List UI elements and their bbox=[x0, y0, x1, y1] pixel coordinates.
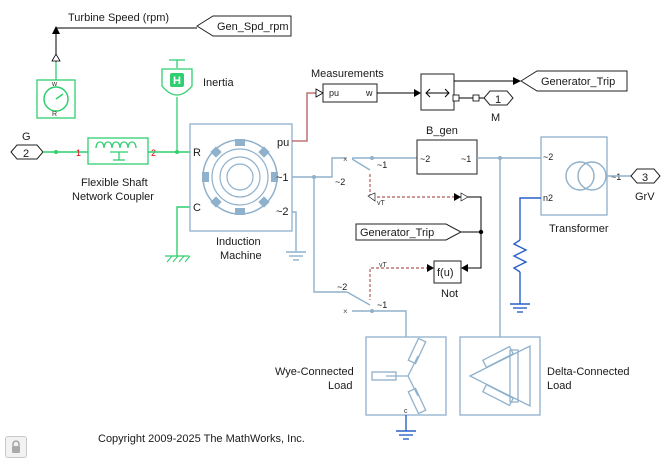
machine-neutral-ground[interactable] bbox=[286, 211, 306, 261]
inport-g-number: 2 bbox=[23, 148, 29, 160]
goto-generator-trip[interactable]: Generator_Trip bbox=[520, 70, 628, 92]
b-gen-block[interactable]: ~2 ~1 B_gen bbox=[416, 125, 478, 175]
goto-gen-spd-rpm[interactable]: Gen_Spd_rpm bbox=[196, 15, 292, 37]
copyright-text: Copyright 2009-2025 The MathWorks, Inc. bbox=[98, 433, 305, 445]
from-generator-trip-label: Generator_Trip bbox=[360, 227, 434, 239]
inport-g[interactable]: 2 G bbox=[10, 131, 44, 160]
inertia-icon: H bbox=[173, 75, 181, 87]
generator-breaker[interactable]: × ~2 ~1 vT bbox=[335, 155, 454, 207]
outport-grv[interactable]: 3 GrV bbox=[607, 168, 661, 203]
induction-machine-block[interactable]: R C pu ~1 ~2 Induction Machine bbox=[189, 123, 293, 262]
mechanical-ground[interactable] bbox=[165, 206, 191, 263]
b-gen-port-2: ~2 bbox=[420, 154, 430, 164]
wye-ground[interactable] bbox=[396, 415, 416, 440]
breaker-load-port-2: ~2 bbox=[337, 282, 347, 292]
inertia-label: Inertia bbox=[203, 77, 234, 89]
not-fcn-text: f(u) bbox=[437, 267, 454, 279]
load-breaker[interactable]: ~2 × ~1 bbox=[337, 282, 407, 337]
outport-m-label: M bbox=[491, 112, 500, 124]
coupler-label-line2: Network Coupler bbox=[72, 191, 154, 203]
lock-icon[interactable] bbox=[5, 436, 27, 458]
measurements-label: Measurements bbox=[311, 68, 384, 80]
transformer-port-n2: n2 bbox=[543, 193, 553, 203]
neutral-resistor[interactable] bbox=[510, 197, 541, 313]
wye-load-label-line1: Wye-Connected bbox=[275, 366, 354, 378]
breaker-gen-x: × bbox=[343, 155, 348, 164]
speed-sensor-port-r: R bbox=[52, 111, 57, 118]
machine-label-line2: Machine bbox=[220, 250, 262, 262]
machine-label-line1: Induction bbox=[216, 236, 261, 248]
wye-load-block[interactable]: c Wye-Connected Load bbox=[275, 336, 447, 416]
outport-grv-label: GrV bbox=[635, 191, 655, 203]
breaker-load-x: × bbox=[343, 307, 348, 316]
turbine-speed-label: Turbine Speed (rpm) bbox=[68, 12, 169, 24]
transformer-port-1: ~1 bbox=[611, 172, 621, 182]
flexible-shaft-coupler[interactable]: 1 2 Flexible Shaft Network Coupler bbox=[43, 137, 190, 203]
machine-port-r: R bbox=[193, 147, 201, 159]
machine-port-1: ~1 bbox=[276, 172, 289, 184]
breaker-load-port-1: ~1 bbox=[377, 300, 387, 310]
outport-m-number: 1 bbox=[495, 94, 501, 106]
transformer-label: Transformer bbox=[549, 223, 609, 235]
measurements-out-port: w bbox=[365, 88, 373, 98]
coupler-port-1: 1 bbox=[76, 148, 81, 158]
trip-signal[interactable] bbox=[454, 77, 521, 85]
b-gen-port-1: ~1 bbox=[461, 154, 471, 164]
breaker-gen-ctrl: vT bbox=[377, 200, 386, 207]
inertia-block[interactable]: H Inertia bbox=[161, 59, 234, 152]
coupler-port-2: 2 bbox=[151, 148, 156, 158]
transformer-port-2: ~2 bbox=[543, 152, 553, 162]
outport-grv-number: 3 bbox=[642, 172, 648, 184]
delta-load-label-line1: Delta-Connected bbox=[547, 366, 630, 378]
machine-port-2: ~2 bbox=[276, 206, 289, 218]
b-gen-to-transformer-link[interactable] bbox=[477, 156, 541, 342]
transformer-block[interactable]: ~2 n2 ~1 Transformer bbox=[540, 136, 621, 235]
goto-generator-trip-label: Generator_Trip bbox=[541, 76, 615, 88]
outport-m[interactable]: 1 M bbox=[452, 90, 514, 124]
machine-port-c: C bbox=[193, 202, 201, 214]
not-label: Not bbox=[441, 288, 458, 300]
measurements-link[interactable] bbox=[292, 88, 324, 142]
trip-wire[interactable] bbox=[454, 192, 484, 272]
from-generator-trip[interactable]: Generator_Trip bbox=[355, 223, 463, 241]
b-gen-label: B_gen bbox=[426, 125, 458, 137]
w-to-trip-logic[interactable] bbox=[377, 89, 421, 97]
wye-neutral-port: c bbox=[404, 408, 408, 415]
wye-load-label-line2: Load bbox=[328, 380, 352, 392]
breaker-gen-port-2: ~2 bbox=[335, 177, 345, 187]
breaker-load-ctrl: vT bbox=[379, 262, 388, 269]
measurements-in-port: pu bbox=[329, 88, 339, 98]
relay-block[interactable] bbox=[420, 73, 455, 111]
inport-g-label: G bbox=[22, 131, 31, 143]
machine-port-pu: pu bbox=[277, 137, 289, 149]
delta-load-label-line2: Load bbox=[547, 380, 571, 392]
lock-icon-glyph bbox=[12, 440, 20, 453]
measurements-block[interactable]: pu w Measurements bbox=[311, 68, 384, 103]
goto-gen-spd-rpm-label: Gen_Spd_rpm bbox=[217, 21, 289, 33]
delta-load-block[interactable]: Delta-Connected Load bbox=[459, 336, 630, 416]
speed-sensor-port-w: w bbox=[51, 81, 58, 88]
main-power-link[interactable] bbox=[292, 157, 347, 293]
speed-sensor-block[interactable]: w R bbox=[36, 62, 76, 119]
coupler-label-line1: Flexible Shaft bbox=[81, 177, 148, 189]
not-block[interactable]: f(u) Not vT bbox=[369, 260, 462, 300]
breaker-gen-port-1: ~1 bbox=[377, 160, 387, 170]
